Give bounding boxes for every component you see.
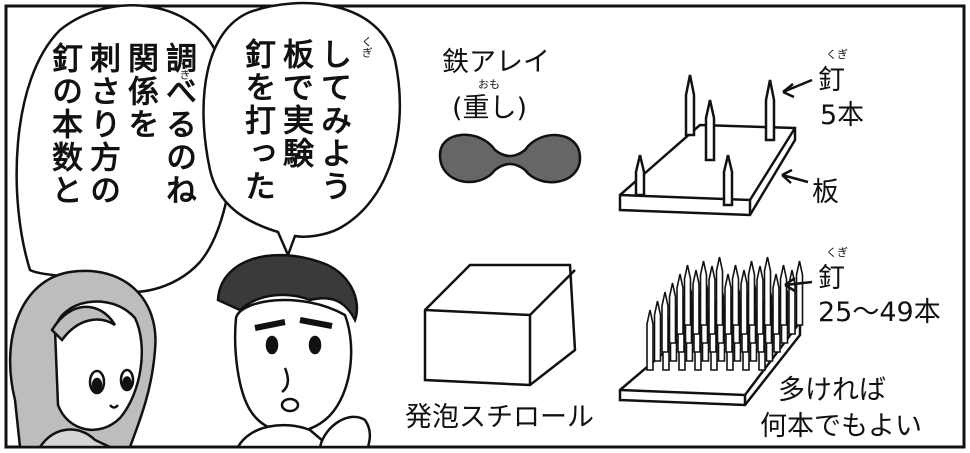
nail-field bbox=[646, 256, 804, 371]
speech-left-text: 調べるのね 関係を 刺さり方の 釘の本数と bbox=[45, 42, 197, 257]
nail bbox=[708, 265, 716, 335]
arrow-nail5 bbox=[782, 78, 813, 99]
nail bbox=[772, 273, 780, 335]
speech-left-line-1: 釘の本数と bbox=[46, 42, 82, 207]
nail5-label: 釘 bbox=[818, 65, 845, 96]
nail bbox=[756, 265, 764, 335]
arrow-board bbox=[781, 168, 809, 184]
nail5-count: 5本 bbox=[820, 100, 865, 131]
speech-bubble-right bbox=[202, 1, 402, 259]
speech-right-line-2: 板で実験 bbox=[277, 38, 313, 170]
speech-left-ruby: くぎ bbox=[178, 58, 191, 80]
nail bbox=[779, 264, 788, 326]
nail bbox=[763, 256, 772, 326]
speech-left-line-3: 関係を bbox=[122, 42, 158, 141]
dumbbell-label: 鉄アレイ bbox=[442, 47, 550, 78]
note-line-1: 多ければ bbox=[778, 375, 886, 406]
dumbbell-weight-label: (重し) bbox=[452, 93, 528, 124]
board-label: 板 bbox=[812, 177, 839, 208]
speech-right-text: してみよう 板で実験 釘を打った bbox=[238, 38, 352, 238]
arrow-nail-many bbox=[784, 276, 813, 293]
nail bbox=[661, 291, 669, 353]
styrofoam-block bbox=[423, 263, 577, 387]
nail bbox=[699, 260, 708, 326]
note-line-2: 何本でもよい bbox=[760, 411, 922, 442]
speech-right-line-1: 釘を打った bbox=[239, 38, 275, 203]
nail bbox=[731, 264, 740, 326]
man-character bbox=[216, 253, 372, 449]
nail-many-ruby: くぎ bbox=[826, 246, 848, 259]
panel-border bbox=[4, 4, 966, 449]
dumbbell-ruby: おも bbox=[478, 78, 500, 91]
styrofoam-label: 発泡スチロール bbox=[405, 402, 594, 433]
nail bbox=[795, 260, 804, 326]
board-five-nails bbox=[618, 74, 797, 217]
speech-left-line-4: 調べるのね bbox=[160, 42, 196, 207]
dumbbell-shape bbox=[438, 133, 582, 184]
speech-right-line-3: してみよう bbox=[315, 38, 351, 203]
nail bbox=[668, 282, 677, 344]
speech-right-ruby: くぎ bbox=[360, 36, 373, 58]
nail bbox=[747, 260, 756, 326]
nail bbox=[692, 269, 700, 335]
nail5-ruby: くぎ bbox=[826, 48, 848, 61]
nail bbox=[683, 264, 692, 326]
nail bbox=[724, 273, 732, 335]
woman-character bbox=[8, 269, 157, 449]
nail bbox=[653, 300, 662, 362]
nail bbox=[715, 256, 724, 326]
speech-left-line-2: 刺さり方の bbox=[84, 42, 120, 207]
nail bbox=[676, 273, 684, 335]
nail-many-label: 釘 bbox=[818, 263, 845, 294]
nail-many-count: 25〜49本 bbox=[818, 297, 941, 328]
nail bbox=[646, 309, 654, 371]
arrows bbox=[781, 78, 813, 293]
nail bbox=[740, 269, 748, 335]
